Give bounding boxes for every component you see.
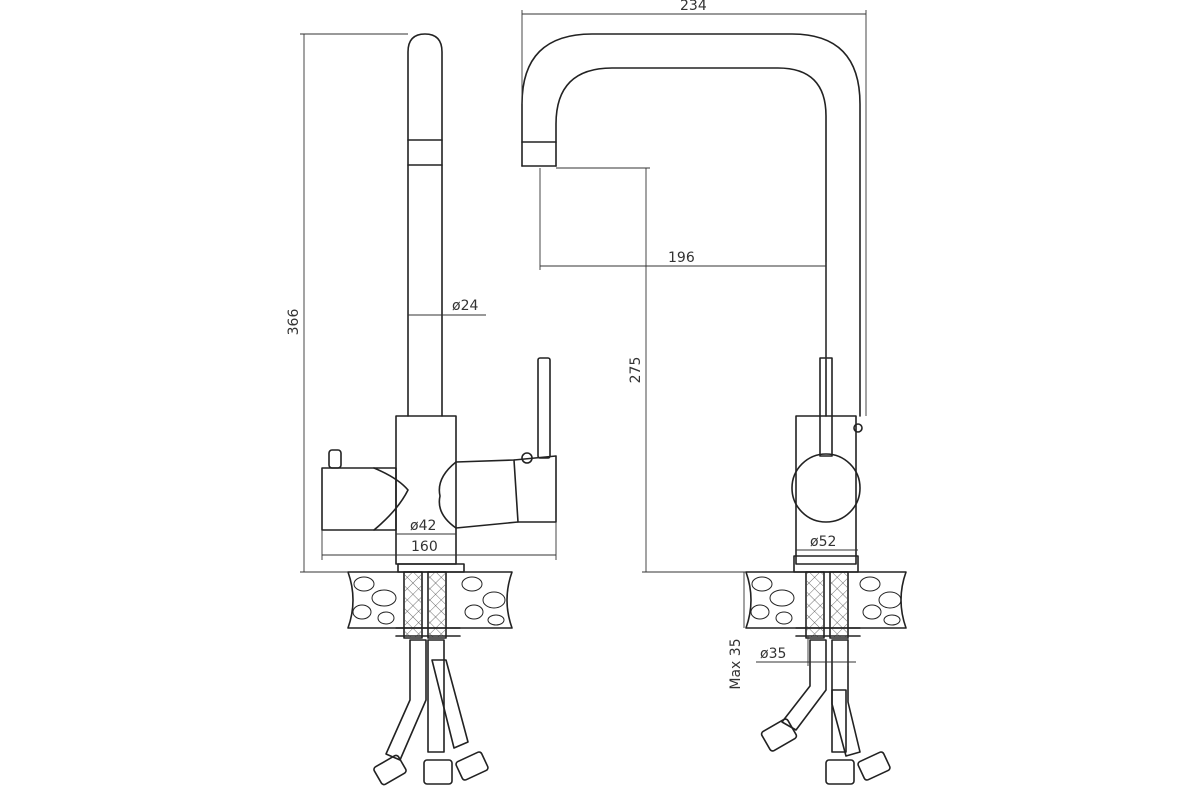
front-view: 234 196 275 ø52 Max 35 ø35 bbox=[521, 0, 907, 785]
dim-front-width: 234 bbox=[680, 0, 707, 14]
side-right-housing bbox=[455, 455, 557, 529]
side-view: 366 ø24 ø42 160 bbox=[286, 33, 557, 786]
side-hose-left bbox=[385, 639, 427, 761]
dim-front-mount-hole: ø35 bbox=[760, 646, 786, 662]
dim-side-body-diameter: ø42 bbox=[410, 518, 436, 534]
front-hose-left bbox=[781, 639, 827, 731]
dim-front-reach: 196 bbox=[668, 250, 695, 266]
side-hose-middle bbox=[427, 639, 445, 753]
dim-front-mount-thickness: Max 35 bbox=[728, 638, 744, 689]
front-handle-knob bbox=[791, 453, 861, 523]
side-left-housing bbox=[321, 467, 397, 531]
side-countertop bbox=[347, 571, 513, 629]
side-hose-right bbox=[431, 659, 469, 749]
side-left-cap bbox=[328, 449, 342, 469]
front-body bbox=[795, 415, 857, 565]
dim-front-spout-height: 275 bbox=[628, 357, 644, 384]
dim-side-depth: 160 bbox=[411, 539, 438, 555]
dim-front-base-diameter: ø52 bbox=[810, 534, 836, 550]
side-lever bbox=[537, 357, 551, 459]
front-countertop bbox=[745, 571, 907, 629]
dim-side-spout-diameter: ø24 bbox=[452, 298, 478, 314]
dim-side-height: 366 bbox=[286, 309, 302, 336]
front-spout bbox=[521, 33, 861, 417]
side-base bbox=[397, 563, 465, 573]
side-spout bbox=[407, 33, 443, 417]
